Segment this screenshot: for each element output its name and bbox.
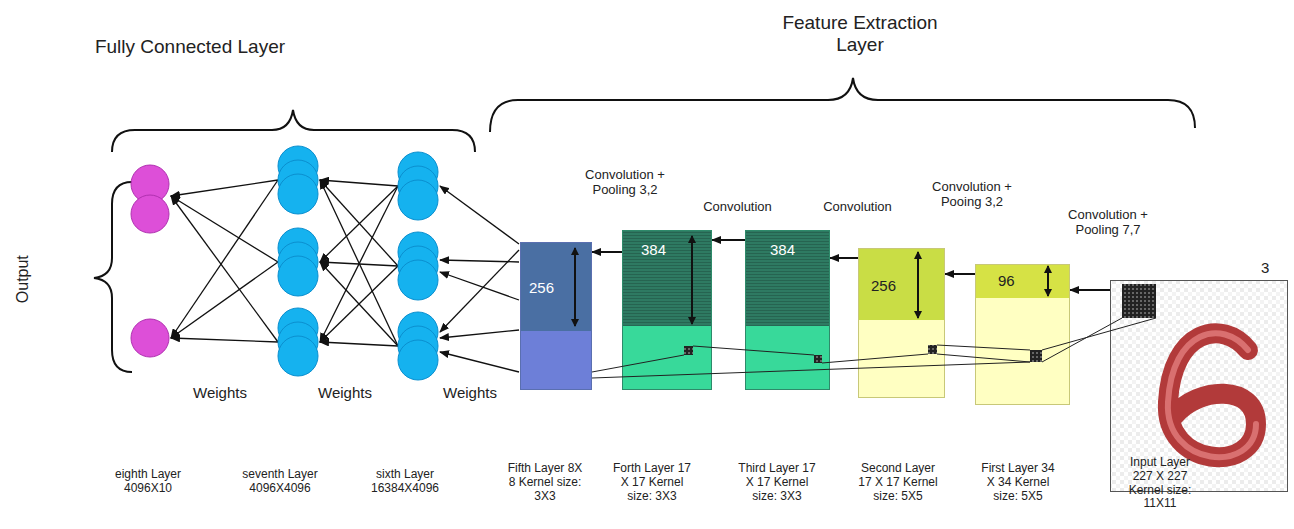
- depth-number: 256: [871, 277, 896, 294]
- layer-caption: eighth Layer 4096X10: [103, 468, 193, 496]
- layer-block: 96: [975, 264, 1070, 405]
- bracket: [112, 110, 475, 152]
- operation-label: Convolution: [810, 200, 905, 215]
- section-title: Fully Connected Layer: [70, 36, 310, 58]
- layer-block: 256: [858, 248, 945, 398]
- layer-block: 384: [622, 230, 712, 390]
- layer-caption: Input Layer 227 X 227 Kernel size: 11X11: [1120, 456, 1200, 511]
- bracket: [490, 78, 1195, 132]
- flow-arrow: [830, 257, 858, 259]
- layer-caption: Fifth Layer 8X 8 Kernel size: 3X3: [505, 462, 585, 503]
- layer-caption: Second Layer 17 X 17 Kernel size: 5X5: [858, 462, 938, 503]
- layer-block: 256: [520, 242, 592, 390]
- depth-number: 384: [641, 241, 666, 258]
- operation-label: Convolution + Pooling 3,2: [575, 168, 675, 198]
- depth-arrows: [575, 236, 1048, 326]
- layer-caption: First Layer 34 X 34 Kernel size: 5X5: [978, 462, 1058, 503]
- layer-caption: seventh Layer 4096X4096: [230, 468, 330, 496]
- flow-arrow: [592, 251, 622, 253]
- weights-label: Weights: [295, 384, 395, 401]
- flow-arrow: [712, 239, 745, 241]
- output-label: Output: [14, 244, 32, 314]
- kernel-lines: [592, 318, 1156, 378]
- neurons: [131, 146, 438, 380]
- weights-label: Weights: [420, 384, 520, 401]
- flow-arrow: [945, 273, 975, 275]
- layer-caption: Third Layer 17 X 17 Kernel size: 3X3: [737, 462, 817, 503]
- depth-number: 384: [770, 241, 795, 258]
- layer-caption: sixth Layer 16384X4096: [355, 468, 455, 496]
- operation-label: Convolution + Pooling 7,7: [1058, 208, 1158, 238]
- depth-number: 96: [998, 272, 1015, 289]
- weights-label: Weights: [170, 384, 270, 401]
- layer-caption: Forth Layer 17 X 17 Kernel size: 3X3: [612, 462, 692, 503]
- section-title: Feature Extraction Layer: [760, 12, 960, 56]
- layer-block: 384: [745, 230, 830, 390]
- bracket: [94, 182, 132, 372]
- kernel-windows: [684, 345, 1042, 363]
- operation-label: Convolution: [690, 200, 785, 215]
- channel-count: 3: [1261, 259, 1269, 276]
- weight-lines: [171, 180, 519, 372]
- flow-arrow: [1070, 289, 1110, 291]
- operation-label: Convolution + Pooing 3,2: [922, 180, 1022, 210]
- depth-number: 256: [529, 279, 554, 296]
